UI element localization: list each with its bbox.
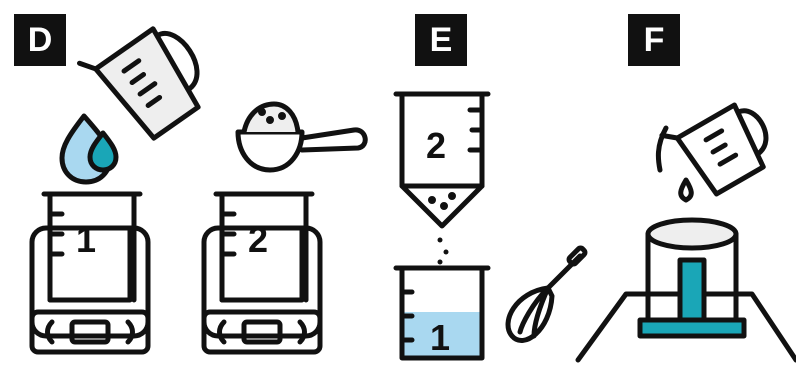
bottom-beaker-number: 1: [430, 317, 450, 358]
powder-stream: [438, 238, 449, 265]
top-beaker-number: 2: [426, 125, 446, 166]
pour-stream: [658, 128, 666, 170]
pouring-cup-icon: [662, 89, 781, 203]
scale-with-beaker-1: [32, 194, 148, 352]
scale-with-beaker-2: [204, 194, 320, 352]
powder-scoop-icon: [238, 104, 365, 170]
mold-container-icon: [578, 220, 796, 360]
measuring-jug-icon: [79, 7, 219, 148]
whisk-icon: [508, 247, 586, 341]
drip-icon: [681, 180, 692, 200]
water-drops-icon: [62, 116, 116, 182]
scale-right-number: 2: [248, 219, 268, 260]
scale-left-number: 1: [76, 219, 96, 260]
